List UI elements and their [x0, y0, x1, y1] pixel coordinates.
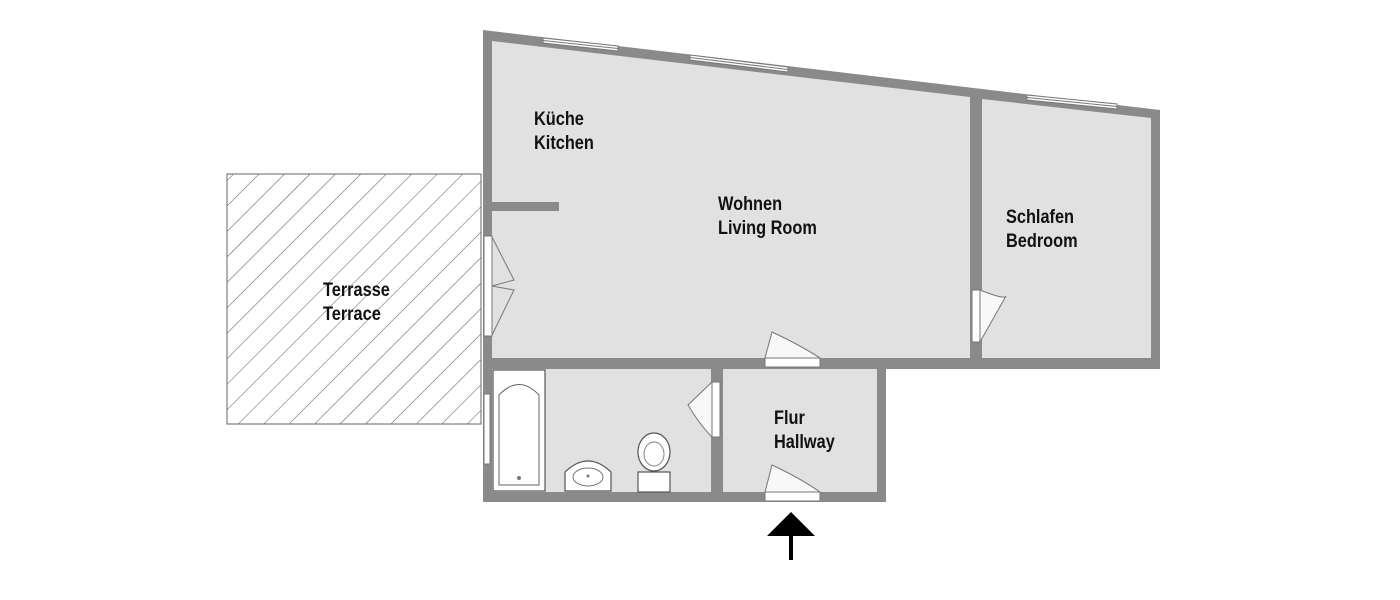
label-bedroom: Schlafen Bedroom	[1006, 206, 1078, 251]
terrace-label-en: Terrace	[323, 303, 381, 324]
label-kitchen: Küche Kitchen	[534, 108, 594, 153]
hallway-floor	[723, 369, 877, 492]
kitchen-label-de: Küche	[534, 108, 584, 129]
bedroom-label-de: Schlafen	[1006, 206, 1074, 227]
entrance-arrow-icon	[767, 512, 815, 560]
kitchen-partition	[489, 202, 559, 211]
terrace	[226, 173, 482, 425]
living-label-en: Living Room	[718, 217, 817, 238]
hallway-label-en: Hallway	[774, 431, 835, 452]
living-room-floor	[492, 41, 970, 358]
terrace-label-de: Terrasse	[323, 279, 390, 300]
windows	[483, 37, 1118, 465]
label-hallway: Flur Hallway	[774, 407, 835, 452]
sink	[564, 460, 612, 492]
label-living-room: Wohnen Living Room	[718, 193, 817, 238]
bedroom-floor	[982, 99, 1151, 358]
bedroom-label-en: Bedroom	[1006, 230, 1078, 251]
toilet	[637, 432, 671, 493]
window	[483, 393, 491, 465]
living-label-de: Wohnen	[718, 193, 782, 214]
bathtub	[492, 369, 546, 492]
doors	[483, 235, 1007, 502]
walls	[483, 30, 1160, 502]
kitchen-label-en: Kitchen	[534, 132, 594, 153]
hallway-label-de: Flur	[774, 407, 805, 428]
label-terrace: Terrasse Terrace	[323, 279, 390, 324]
